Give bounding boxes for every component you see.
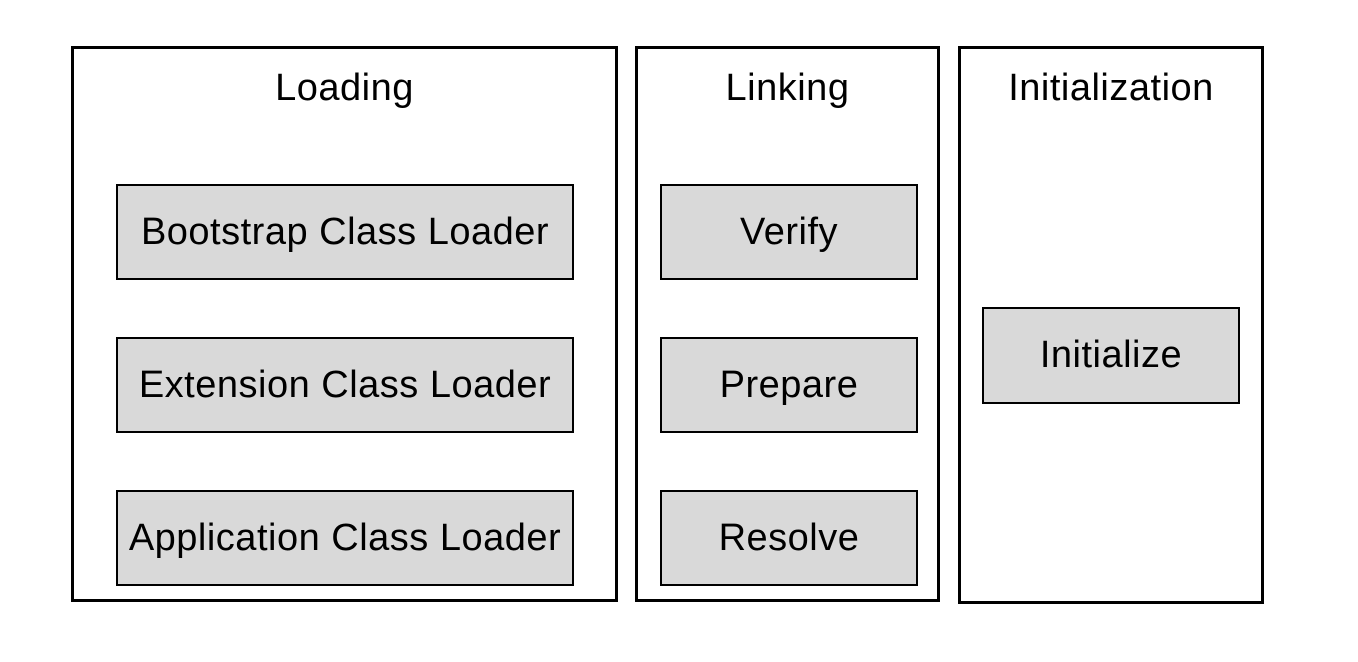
panel-initialization: Initialization Initialize — [958, 46, 1264, 604]
panel-linking-title: Linking — [725, 67, 850, 109]
box-application-class-loader: Application Class Loader — [116, 490, 574, 586]
box-resolve: Resolve — [660, 490, 918, 586]
panel-loading: Loading Bootstrap Class Loader Extension… — [71, 46, 618, 602]
box-prepare: Prepare — [660, 337, 918, 433]
box-initialize: Initialize — [982, 307, 1240, 404]
panel-linking: Linking Verify Prepare Resolve — [635, 46, 940, 602]
panel-loading-title: Loading — [275, 67, 414, 109]
panel-initialization-title: Initialization — [1008, 67, 1214, 109]
box-verify: Verify — [660, 184, 918, 280]
box-bootstrap-class-loader: Bootstrap Class Loader — [116, 184, 574, 280]
box-extension-class-loader: Extension Class Loader — [116, 337, 574, 433]
